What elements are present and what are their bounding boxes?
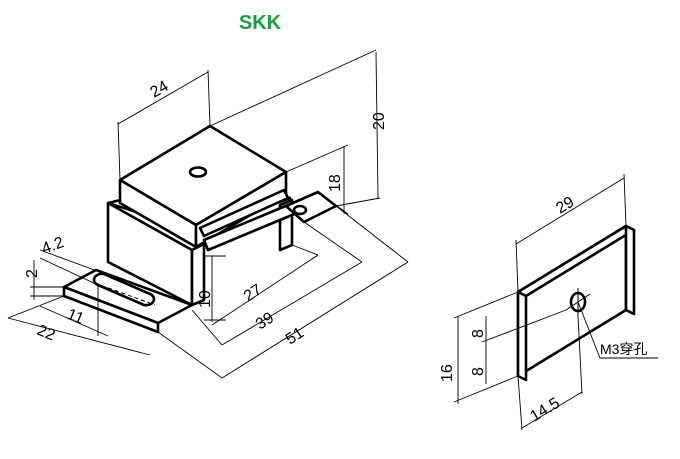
bracket-slot xyxy=(92,272,156,307)
dim-label-8-top: 8 xyxy=(470,329,487,338)
bracket-top-hole xyxy=(188,166,208,178)
dim-slot-width: 4.2 xyxy=(40,234,109,286)
dim-flange-len: 22 xyxy=(7,295,151,356)
dim-label-8-bottom: 8 xyxy=(470,367,487,376)
bracket-rail-upper xyxy=(198,188,290,238)
dim-slot-len: 11 xyxy=(39,285,109,337)
dim-label-20: 20 xyxy=(371,112,388,130)
dim-label-39: 39 xyxy=(253,309,277,333)
plate-edge-side xyxy=(624,224,636,316)
dim-width-top: 24 xyxy=(117,69,211,181)
dim-label-18: 18 xyxy=(327,174,344,192)
dim-height-block: 18 xyxy=(285,144,349,215)
dim-plate-halves: 8 8 xyxy=(470,309,567,384)
dim-label-24: 24 xyxy=(148,78,172,102)
dim-label-51: 51 xyxy=(283,324,307,348)
bracket-drawing: 24 20 18 4.2 2 xyxy=(7,49,409,379)
dim-label-22: 22 xyxy=(35,322,58,344)
dim-plate-width: 29 xyxy=(515,173,627,293)
dim-label-14-5: 14.5 xyxy=(527,395,563,426)
dim-label-16: 16 xyxy=(439,364,456,382)
dim-flange-thick: 2 xyxy=(24,260,64,300)
thread-callout: M3穿孔 xyxy=(577,301,658,359)
dim-label-4-2: 4.2 xyxy=(40,234,67,258)
plate-edge-left xyxy=(516,290,528,382)
dim-drop: 10 xyxy=(197,255,226,322)
plate-drawing: 29 16 8 8 14.5 M3穿孔 xyxy=(439,173,658,431)
bracket-rear-hole xyxy=(292,204,308,216)
dim-plate-height: 16 xyxy=(439,291,519,404)
brand-logo: SKK xyxy=(238,12,282,34)
dim-label-29: 29 xyxy=(553,194,577,218)
dim-label-11: 11 xyxy=(65,306,87,328)
thread-callout-label: M3穿孔 xyxy=(600,341,647,357)
dim-label-10: 10 xyxy=(197,290,214,308)
bracket-rear-tab xyxy=(284,190,338,224)
dim-label-27: 27 xyxy=(241,281,265,305)
dim-label-2: 2 xyxy=(24,269,41,278)
dim-height-total: 20 xyxy=(209,49,388,207)
